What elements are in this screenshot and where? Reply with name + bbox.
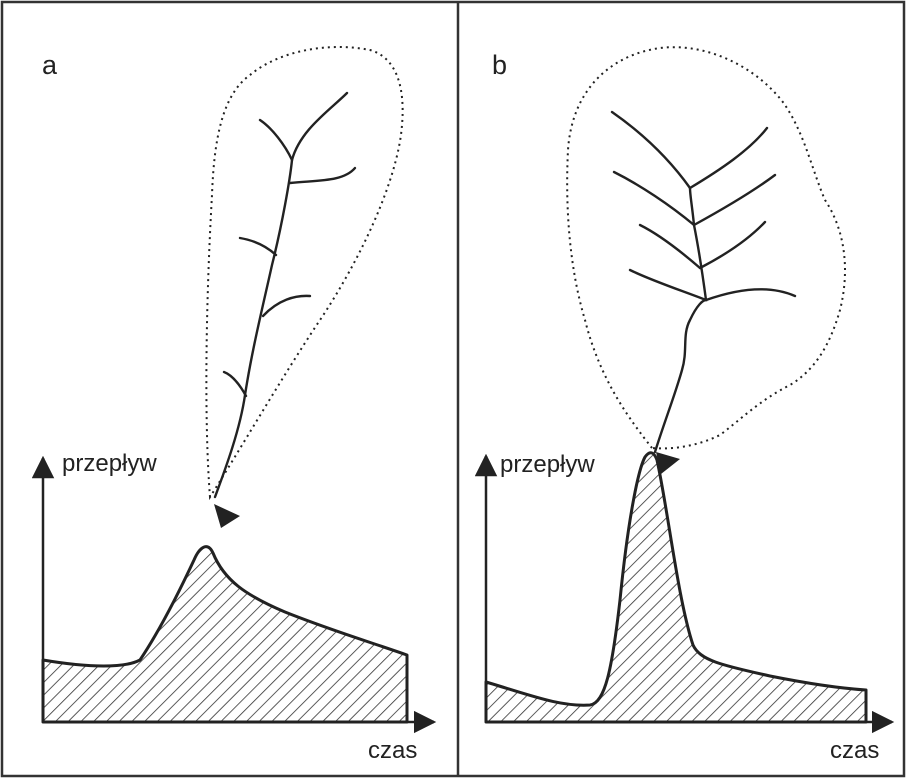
panel-b-x-axis-label: czas <box>830 737 879 764</box>
panel-a: a przepływ czas <box>42 47 434 764</box>
panel-a-letter: a <box>42 50 58 80</box>
panel-b-catchment-boundary <box>567 47 845 448</box>
panel-a-x-axis-label: czas <box>368 737 417 764</box>
panel-a-outlet-marker <box>214 504 240 528</box>
panel-b-y-axis-label: przepływ <box>500 451 595 478</box>
panel-a-catchment-boundary <box>206 47 402 497</box>
panel-b-hydrograph-area <box>486 453 866 722</box>
panel-b: b przepływ czas <box>486 47 892 764</box>
panel-a-y-axis-label: przepływ <box>62 450 157 477</box>
panel-b-river-network <box>612 112 795 452</box>
panel-b-letter: b <box>492 50 507 80</box>
panel-a-hydrograph-area <box>43 547 407 722</box>
panel-a-river-network <box>215 93 355 497</box>
